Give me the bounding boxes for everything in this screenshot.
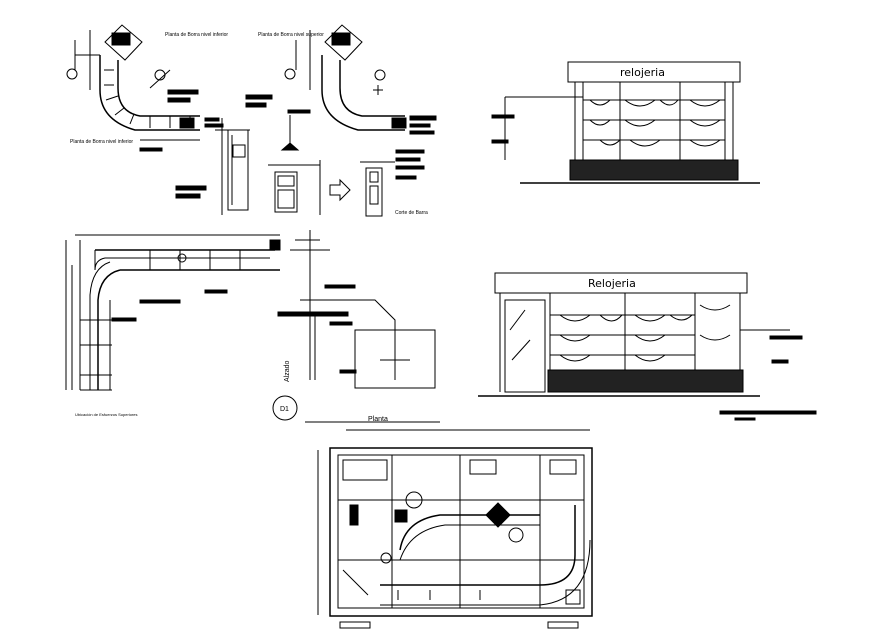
section-caption: Corte de Barra bbox=[395, 210, 428, 216]
plan-lower-note-top: Planta de Borra nivel inferior bbox=[165, 32, 228, 38]
plan-lower-note-bottom: Planta de Borra nivel inferior bbox=[70, 139, 133, 145]
storefront-elevation-bottom bbox=[478, 272, 817, 421]
counter-section-details bbox=[175, 94, 425, 217]
store-floor-plan bbox=[317, 429, 593, 629]
l-counter-plan bbox=[65, 234, 281, 391]
detail-side-label: Alzado bbox=[284, 360, 291, 382]
storefront-elevation-top bbox=[491, 61, 760, 184]
counter-plan-lower bbox=[66, 24, 224, 152]
plan-upper-note-top: Planta de Borra nivel superior bbox=[258, 32, 324, 38]
support-detail bbox=[272, 230, 440, 423]
counter-plan-upper bbox=[284, 24, 437, 135]
l-plan-caption: Ubicación de Esfuerzos Superiores bbox=[75, 412, 137, 417]
floor-plan-title: Planta bbox=[368, 416, 388, 423]
storefront-sign-top: relojeria bbox=[620, 66, 665, 79]
storefront-sign-bottom: Relojeria bbox=[588, 277, 636, 290]
detail-bubble: D1 bbox=[280, 406, 289, 413]
